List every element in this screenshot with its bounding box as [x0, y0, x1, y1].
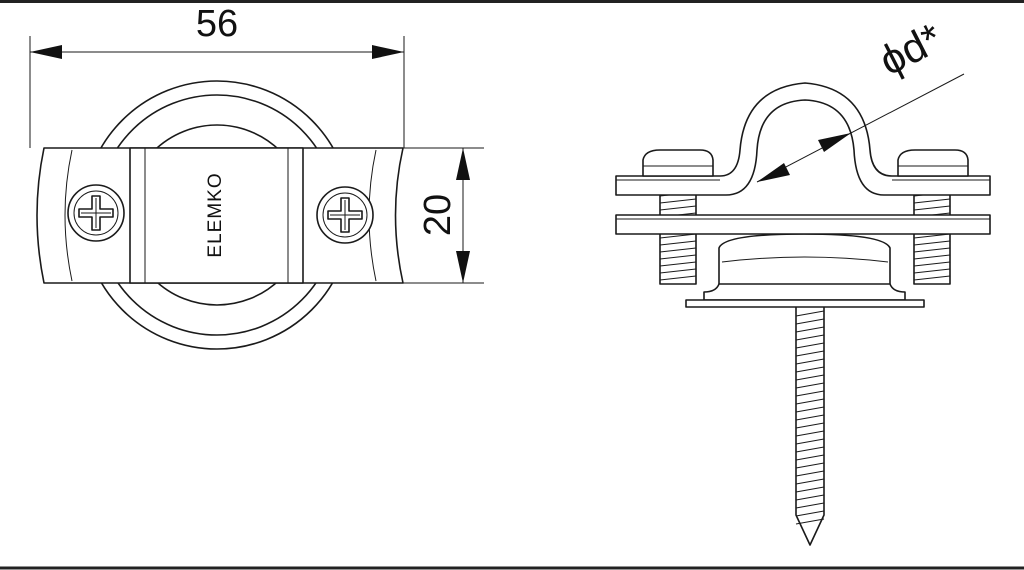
thread-line — [795, 502, 825, 509]
thread-line — [795, 462, 825, 469]
top-view: 56 20 ELEMKO — [29, 3, 484, 350]
thread-line — [913, 240, 951, 246]
thread-line — [795, 510, 825, 517]
thread-line — [795, 486, 825, 493]
thread-line — [795, 446, 825, 453]
thread-line — [913, 275, 951, 281]
base-dome — [685, 233, 925, 308]
thread-line — [795, 390, 825, 397]
thread-line — [659, 275, 697, 281]
thread-line — [913, 261, 951, 267]
thread-line — [659, 198, 697, 204]
thread-line — [795, 398, 825, 405]
base-plate — [685, 299, 925, 308]
pipe-strap — [615, 82, 991, 196]
thread-line — [795, 318, 825, 325]
thread-line — [795, 358, 825, 365]
thread-line — [659, 240, 697, 246]
left-bolt-head — [642, 149, 714, 177]
height-dimension-label: 20 — [417, 194, 459, 236]
thread-line — [795, 454, 825, 461]
thread-line — [795, 326, 825, 333]
right-bolt — [913, 187, 951, 285]
thread-line — [795, 478, 825, 485]
thread-line — [795, 430, 825, 437]
thread-line — [795, 406, 825, 413]
width-dimension-label: 56 — [196, 3, 238, 45]
thread-line — [659, 268, 697, 274]
thread-line — [913, 254, 951, 260]
right-screw-head — [316, 186, 374, 244]
thread-line — [795, 366, 825, 373]
thread-line — [913, 198, 951, 204]
thread-line — [795, 422, 825, 429]
thread-line — [913, 247, 951, 253]
width-dimension: 56 — [29, 3, 405, 148]
thread-line — [659, 247, 697, 253]
thread-line — [795, 518, 825, 525]
thread-line — [795, 414, 825, 421]
clamp-band — [129, 147, 304, 284]
side-view: ϕd* — [615, 14, 991, 546]
left-screw-head — [67, 184, 125, 242]
thread-line — [659, 261, 697, 267]
thread-line — [795, 350, 825, 357]
thread-line — [795, 334, 825, 341]
thread-line — [795, 494, 825, 501]
height-dimension: 20 — [400, 147, 484, 284]
thread-line — [659, 254, 697, 260]
thread-line — [795, 470, 825, 477]
thread-line — [913, 205, 951, 211]
right-bolt-head — [897, 149, 969, 177]
thread-line — [659, 205, 697, 211]
thread-line — [795, 342, 825, 349]
lower-clamp-plate — [615, 214, 991, 235]
brand-label: ELEMKO — [205, 172, 226, 257]
thread-line — [795, 382, 825, 389]
diameter-dimension-label: ϕd* — [872, 14, 950, 85]
thread-line — [795, 438, 825, 445]
thread-line — [795, 374, 825, 381]
thread-line — [913, 268, 951, 274]
thread-line — [795, 310, 825, 317]
wood-screw — [795, 304, 825, 546]
